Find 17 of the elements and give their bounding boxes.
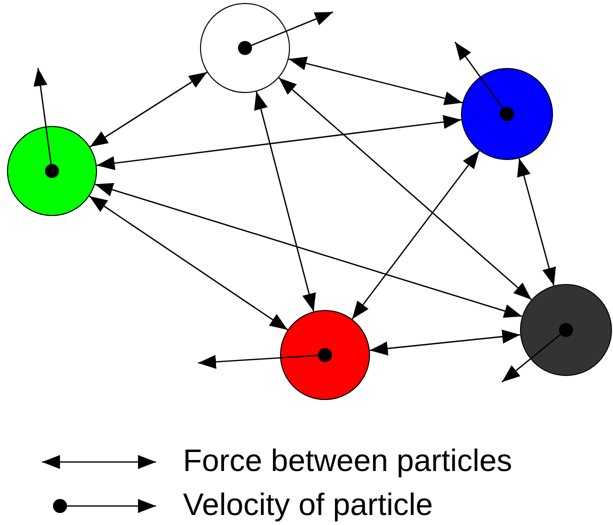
force-arrow (278, 77, 532, 300)
velocity-arrow (454, 42, 514, 121)
force-arrow (288, 56, 463, 106)
force-arrow (370, 330, 520, 356)
velocity-arrow (198, 348, 332, 369)
velocity-arrow (502, 323, 573, 382)
force-arrow (254, 91, 316, 312)
velocity-arrow (34, 68, 59, 178)
force-arrow (517, 158, 556, 286)
velocity-arrow (238, 11, 334, 55)
force-arrow (88, 196, 288, 330)
force-arrow (94, 182, 522, 318)
force-arrow (90, 72, 208, 148)
legend-text: Velocity of particle (183, 488, 433, 522)
legend-text: Force between particles (183, 444, 512, 478)
force-arrow (96, 115, 462, 170)
force-arrow (352, 150, 480, 320)
